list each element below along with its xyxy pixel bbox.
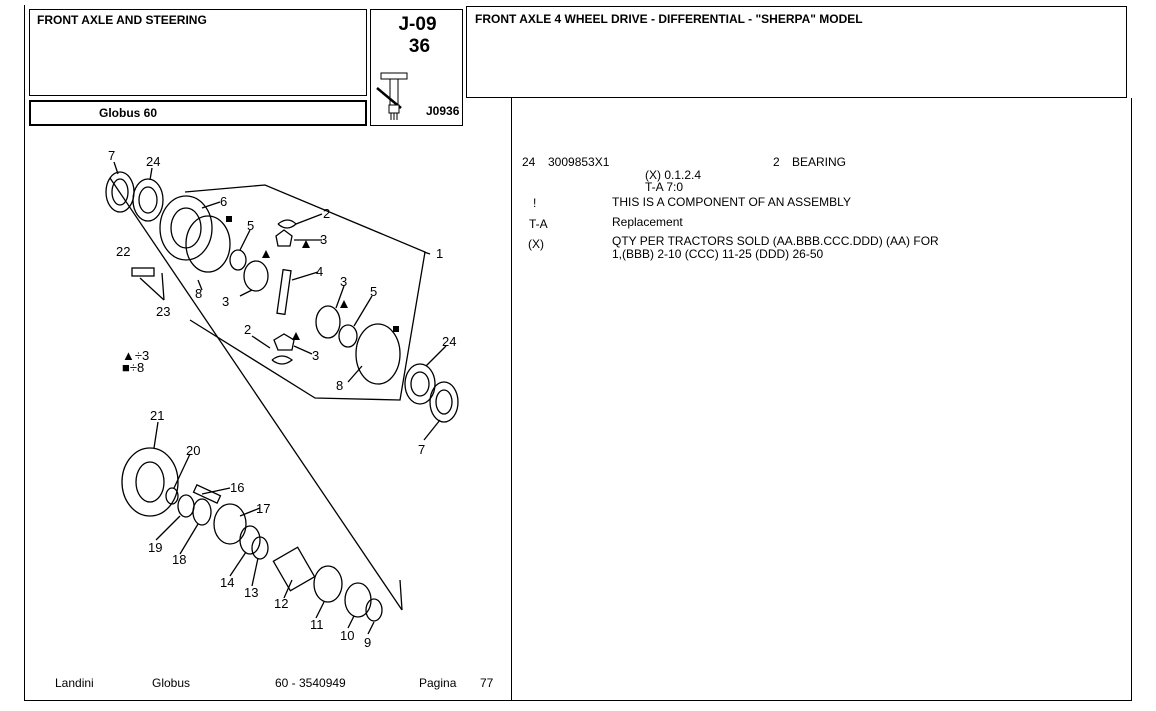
footer-brand: Landini: [55, 676, 94, 690]
legend-text: QTY PER TRACTORS SOLD (AA.BBB.CCC.DDD) (…: [612, 234, 939, 248]
model-name: Globus 60: [99, 106, 158, 120]
ring-13: [251, 536, 269, 560]
washer-2b: [271, 355, 294, 365]
callout: 10: [340, 628, 354, 643]
washer-10: [344, 582, 372, 618]
diff-case-6: [159, 195, 213, 261]
page-left-border: [24, 5, 25, 701]
footer-page-number: 77: [480, 676, 494, 690]
footer-series: Globus: [152, 676, 191, 690]
spring-11: [313, 565, 343, 603]
callout: 3: [312, 348, 319, 363]
page-title-box: FRONT AXLE 4 WHEEL DRIVE - DIFFERENTIAL …: [466, 6, 1127, 98]
callout: 8: [336, 378, 343, 393]
section-title-box: FRONT AXLE AND STEERING: [29, 9, 367, 96]
part-description: BEARING: [792, 155, 847, 169]
callout: 2: [323, 206, 330, 221]
section-title: FRONT AXLE AND STEERING: [37, 13, 207, 27]
ring-9: [365, 598, 383, 622]
ring-20: [165, 487, 179, 505]
part-ref: 24: [522, 155, 536, 169]
callout: 3: [222, 294, 229, 309]
callout: 24: [146, 154, 160, 169]
callout: 3: [340, 274, 347, 289]
code-box: J-09 36 J0936: [370, 9, 463, 126]
legend-symbol: T-A: [529, 217, 548, 231]
bearing-24-top: [132, 178, 164, 222]
axle-icon: [376, 72, 408, 120]
bolt-22: [131, 267, 155, 277]
callout: 18: [172, 552, 186, 567]
legend-symbol: !: [533, 196, 537, 210]
callout: 9: [364, 635, 371, 650]
part-qty: 2: [773, 155, 780, 169]
callout: 22: [116, 244, 130, 259]
callout: 5: [247, 218, 254, 233]
callout: 8: [195, 286, 202, 301]
part-variant-x: (X) 0.1.2.4: [645, 168, 702, 182]
ring-14: [239, 525, 261, 555]
legend-text: Replacement: [612, 215, 683, 229]
seal-18: [192, 498, 212, 526]
callout: 5: [370, 284, 377, 299]
diff-case-8b: [355, 323, 401, 385]
exploded-diagram: 7 24 6 5 2 3 1 22 23 4 8 3 3 5 2 3 24 8 …: [105, 148, 459, 650]
part-variant-ta: T-A 7:0: [645, 180, 684, 194]
callout: 6: [220, 194, 227, 209]
page-bottom-border: [24, 700, 1132, 701]
callout: 20: [186, 443, 200, 458]
callout: 7: [108, 148, 115, 163]
callout: 13: [244, 585, 258, 600]
callout: 7: [418, 442, 425, 457]
bearing-7-bottom: [429, 381, 459, 423]
column-divider: [511, 98, 512, 700]
bearing-24-bottom: [404, 363, 436, 405]
gear-3a: [243, 260, 269, 292]
page-right-border: [1131, 98, 1132, 700]
ring-19: [177, 494, 195, 518]
key-square: ■÷8: [122, 360, 144, 375]
callout: 17: [256, 501, 270, 516]
guide-line: [109, 177, 403, 611]
callout: 19: [148, 540, 162, 555]
footer-page-label: Pagina: [419, 676, 457, 690]
washer-5b: [338, 324, 358, 348]
pin-4: [276, 268, 292, 316]
gear-3d: [273, 333, 295, 351]
callout: 1: [436, 246, 443, 261]
callout: 3: [320, 232, 327, 247]
code-number: 36: [408, 36, 431, 57]
footer-doc-number: 60 - 3540949: [275, 676, 346, 690]
callout: 2: [244, 322, 251, 337]
code-top: J-09: [398, 14, 437, 35]
flange-21: [121, 447, 179, 517]
gear-3b: [275, 229, 293, 247]
callout-labels: 7 24 6 5 2 3 1 22 23 4 8 3 3 5 2 3 24 8 …: [108, 148, 456, 650]
gear-3c: [315, 305, 341, 339]
ring-16: [192, 484, 222, 504]
callout: 11: [310, 617, 324, 632]
shaft-12: [272, 546, 316, 592]
image-ref: J0936: [426, 104, 460, 118]
legend-symbol: (X): [528, 237, 544, 251]
callout: 16: [230, 480, 244, 495]
callout: 23: [156, 304, 170, 319]
hub-17: [213, 503, 247, 545]
callout: 21: [150, 408, 164, 423]
part-number: 3009853X1: [548, 155, 610, 169]
washer-2a: [277, 219, 297, 229]
washer-5: [229, 249, 247, 271]
page-title: FRONT AXLE 4 WHEEL DRIVE - DIFFERENTIAL …: [475, 12, 863, 26]
key-triangle: ▲÷3: [122, 348, 149, 363]
callout: 12: [274, 596, 288, 611]
model-box: Globus 60: [29, 100, 367, 126]
legend-text-continued: 1,(BBB) 2-10 (CCC) 11-25 (DDD) 26-50: [612, 247, 824, 261]
callout: 14: [220, 575, 234, 590]
callout: 4: [316, 264, 323, 279]
diff-case-8: [185, 215, 231, 273]
legend-text: THIS IS A COMPONENT OF AN ASSEMBLY: [612, 195, 851, 209]
housing-outline: [184, 184, 426, 401]
callout: 24: [442, 334, 456, 349]
